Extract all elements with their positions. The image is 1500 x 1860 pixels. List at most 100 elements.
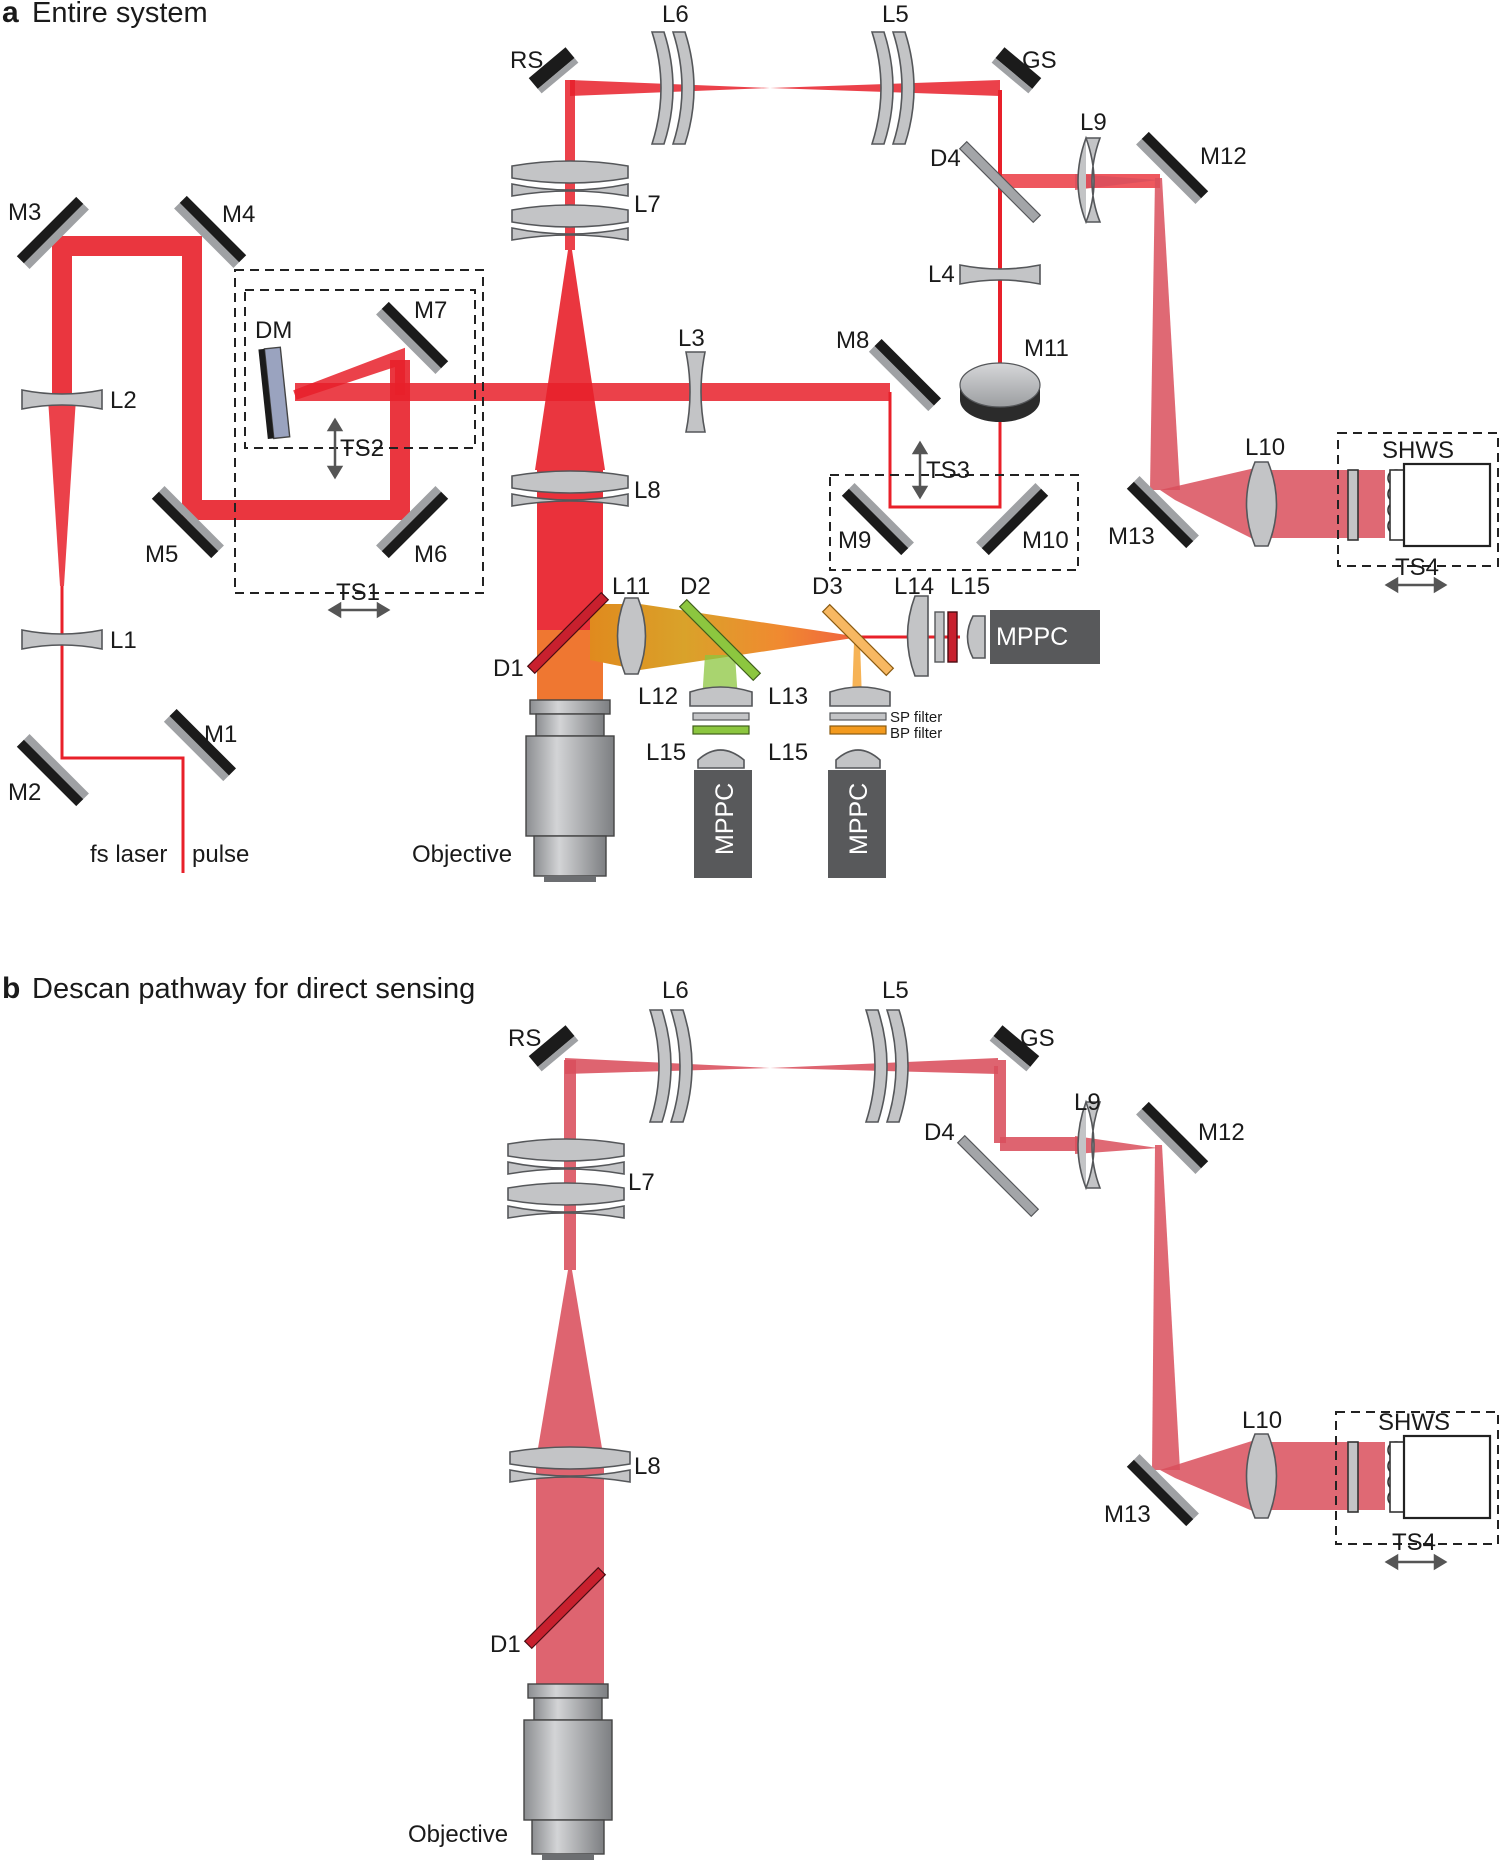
label-l12: L12 [638, 683, 678, 710]
panel-a-beams [48, 80, 1385, 873]
panel-b-letter: b [2, 972, 20, 1005]
label-l9: L9 [1080, 109, 1107, 136]
label-ts2: TS2 [340, 435, 384, 462]
label-d2: D2 [680, 573, 711, 600]
mppc-green-label: MPPC [711, 783, 739, 855]
label-l14: L14 [894, 573, 934, 600]
b-label-l10: L10 [1242, 1407, 1282, 1434]
label-shws-a: SHWS [1382, 437, 1454, 464]
label-m8: M8 [836, 327, 869, 354]
lens-l8 [511, 470, 629, 507]
mirror-m3 [16, 196, 89, 269]
label-m1: M1 [204, 721, 237, 748]
panel-b-beams [536, 1058, 1385, 1690]
bp-filter-orange [829, 725, 887, 735]
mirror-m12 [1136, 131, 1209, 204]
b-label-rs: RS [508, 1025, 541, 1052]
mirror-m8 [868, 338, 942, 412]
b-dichroic-d1 [523, 1566, 607, 1650]
mirror-m11 [959, 362, 1041, 422]
mirror-m7 [376, 301, 449, 374]
b-label-d4: D4 [924, 1119, 955, 1146]
mppc-green [694, 770, 752, 878]
b-beam-d4-to-l9 [1000, 1137, 1080, 1151]
label-m3: M3 [8, 199, 41, 226]
beam-m13-to-l10 [1160, 468, 1255, 540]
objective-b [523, 1683, 613, 1860]
b-beam-m13-to-l10 [1160, 1440, 1255, 1512]
panel-a-mirrors [16, 47, 1209, 807]
mirror-m13 [1126, 476, 1199, 549]
label-m12: M12 [1200, 143, 1247, 170]
b-label-l6: L6 [662, 977, 689, 1004]
label-m5: M5 [145, 541, 178, 568]
label-sp-filter: SP filter [890, 709, 942, 726]
b-lens-l7 [507, 1138, 625, 1219]
label-l4: L4 [928, 261, 955, 288]
b-label-l5: L5 [882, 977, 909, 1004]
b-beam-l9-to-m12 [1075, 1136, 1158, 1154]
label-ts1: TS1 [336, 579, 380, 606]
label-l11: L11 [612, 573, 650, 600]
shws-a [1347, 462, 1492, 548]
beam-l9-to-m12 [1075, 174, 1158, 190]
label-m10: M10 [1022, 527, 1069, 554]
panel-a: a Entire system [2, 0, 1499, 882]
label-l1: L1 [110, 627, 137, 654]
lens-l15-right [966, 615, 986, 659]
label-d1-a: D1 [493, 655, 524, 682]
b-beam-l8-to-l7-cone [536, 1270, 604, 1460]
b-lens-l10 [1245, 1433, 1278, 1519]
input-beam [60, 586, 185, 873]
b-lens-l9 [1077, 1099, 1102, 1191]
shws-b [1347, 1434, 1492, 1520]
mirror-m6 [376, 486, 449, 559]
label-gs: GS [1022, 47, 1057, 74]
beam-m12-to-m13 [1150, 178, 1180, 490]
lens-l11 [616, 597, 647, 675]
label-l10: L10 [1245, 434, 1285, 461]
mirror-m2 [16, 734, 89, 807]
sp-filter-green [692, 712, 750, 721]
dichroic-d1 [526, 591, 610, 675]
b-beam-gs-to-d4 [994, 1060, 1006, 1143]
mirror-rs [528, 47, 579, 94]
label-l8: L8 [634, 477, 661, 504]
lens-l2 [21, 389, 103, 410]
ts4-box [1337, 432, 1499, 567]
bp-filter-green [692, 725, 750, 735]
label-m2: M2 [8, 779, 41, 806]
filter-right-1 [934, 611, 945, 663]
panel-a-title: Entire system [32, 0, 208, 29]
panel-a-labels: RS GS L6 L5 L7 M3 M4 DM M7 L2 TS2 M5 M6 … [8, 1, 1454, 868]
b-label-shws: SHWS [1378, 1409, 1450, 1436]
label-l7: L7 [634, 191, 661, 218]
stage-arrows-a [326, 417, 1448, 619]
b-beam-l7-to-rs [564, 1060, 576, 1270]
panel-b: b Descan pathway for direct sensing [2, 972, 1499, 1860]
filter-right-2 [947, 611, 958, 663]
b-label-gs: GS [1020, 1025, 1055, 1052]
lens-l3 [685, 351, 706, 433]
label-pulse: pulse [192, 841, 249, 868]
label-m4: M4 [222, 201, 255, 228]
label-l15-green: L15 [646, 739, 686, 766]
lens-l15-orange [835, 749, 881, 769]
b-mirror-m12 [1136, 1101, 1209, 1174]
b-beam-m12-to-m13 [1152, 1145, 1180, 1470]
b-dichroic-d4 [956, 1134, 1040, 1218]
b-label-l8: L8 [634, 1453, 661, 1480]
b-mirror-gs [989, 1025, 1040, 1072]
mppc-orange-label: MPPC [845, 783, 873, 855]
panel-a-detectors: MPPC MPPC MPPC [694, 610, 1100, 878]
lens-l1 [21, 629, 103, 650]
mirror-m10 [976, 483, 1049, 556]
mirror-m1 [163, 708, 237, 782]
b-lens-l8 [509, 1446, 631, 1483]
lens-l10 [1245, 461, 1278, 547]
label-m6: M6 [414, 541, 447, 568]
label-l15-orange: L15 [768, 739, 808, 766]
beam-expander-cone [48, 398, 76, 586]
b-label-l9: L9 [1074, 1089, 1101, 1116]
